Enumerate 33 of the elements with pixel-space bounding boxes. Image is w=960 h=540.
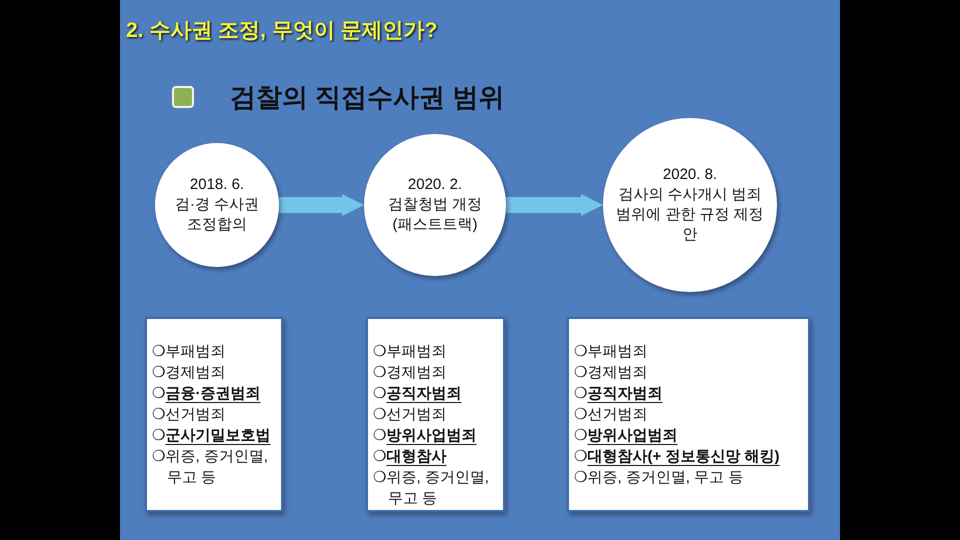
list-item: ❍경제범죄 — [152, 363, 226, 383]
milestone-text: 검사의 수사개시 범죄범위에 관한 규정 제정안 — [615, 185, 765, 245]
arrow — [279, 194, 364, 216]
list-item: ❍경제범죄 — [373, 363, 448, 383]
crime-list-card — [145, 317, 283, 512]
list-item: ❍금융·증권범죄 — [152, 384, 262, 404]
list-item: ❍군사기밀보호법 — [152, 426, 272, 446]
list-item: ❍공직자범죄 — [574, 384, 664, 404]
crime-list-card — [366, 317, 505, 512]
list-item: ❍선거범죄 — [373, 405, 448, 425]
list-item: ❍부패범죄 — [152, 342, 226, 362]
list-item: ❍선거범죄 — [574, 405, 648, 425]
milestone-text: 검찰청법 개정 (패스트트랙) — [386, 195, 484, 235]
date-label: 2018. 6. — [190, 175, 244, 195]
list-item: ❍경제범죄 — [574, 363, 648, 383]
crime-list-card — [567, 317, 810, 512]
list-item: ❍공직자범죄 — [373, 384, 462, 404]
list-item: ❍위증, 증거인멸, 무고 등 — [373, 468, 490, 509]
list-item: ❍부패범죄 — [373, 342, 448, 362]
list-item: ❍위증, 증거인멸, 무고 등 — [152, 447, 269, 488]
list-item: ❍대형참사(+ 정보통신망 해킹) — [574, 447, 781, 467]
list-item: ❍방위사업범죄 — [373, 426, 478, 446]
list-item: ❍방위사업범죄 — [574, 426, 678, 446]
date-label: 2020. 8. — [662, 165, 718, 185]
date-label: 2020. 2. — [408, 175, 462, 195]
list-item: ❍위증, 증거인멸, 무고 등 — [574, 468, 744, 488]
milestone-text: 검·경 수사권 조정합의 — [174, 195, 260, 235]
list-item: ❍선거범죄 — [152, 405, 226, 425]
slide-title: 2. 수사권 조정, 무엇이 문제인가? — [126, 18, 438, 44]
list-item: ❍대형참사 — [373, 447, 448, 467]
list-item: ❍부패범죄 — [574, 342, 648, 362]
arrow — [506, 194, 603, 216]
section-heading: 검찰의 직접수사권 범위 — [230, 81, 504, 114]
